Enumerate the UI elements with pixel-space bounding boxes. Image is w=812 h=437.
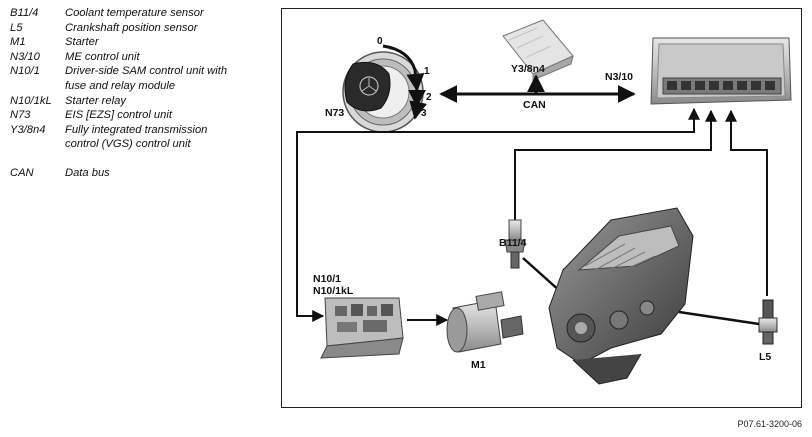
signal-line-b11-4 xyxy=(514,109,717,220)
legend-desc: Coolant temperature sensor xyxy=(65,7,204,19)
b11-4-coolant-sensor xyxy=(504,219,526,269)
key-position-3: 3 xyxy=(421,108,427,119)
legend-code: Y3/8n4 xyxy=(10,123,46,136)
legend-code: N10/1 xyxy=(10,65,40,78)
label-can: CAN xyxy=(523,99,546,111)
diagram-frame xyxy=(281,8,802,408)
legend-desc: Driver-side SAM control unit with fuse a… xyxy=(65,65,228,92)
figure-reference: P07.61-3200-06 xyxy=(737,419,802,429)
key-position-1: 1 xyxy=(424,66,430,77)
label-m1: M1 xyxy=(471,359,486,371)
key-position-0: 0 xyxy=(377,36,383,47)
legend-desc: ME control unit xyxy=(65,50,140,63)
legend-code: N73 xyxy=(10,109,31,122)
legend-code: M1 xyxy=(10,36,26,49)
label-n3-10: N3/10 xyxy=(605,71,633,83)
legend-desc: Fully integrated transmission control (V… xyxy=(65,123,208,151)
n73-ignition-switch xyxy=(342,44,428,133)
legend-row-n73: N73 EIS [EZS] control unit xyxy=(10,108,280,123)
legend-code: B11/4 xyxy=(10,7,39,19)
m1-starter xyxy=(446,291,524,353)
legend-code: CAN xyxy=(10,166,34,179)
legend-row-n10-1kl: N10/1kL Starter relay xyxy=(10,94,280,109)
system-diagram: 0 1 2 3 N73 Y3/8n4 N3/10 CAN B11/4 xyxy=(296,19,792,385)
label-b11-4: B11/4 xyxy=(499,237,527,249)
legend-code: N10/1kL xyxy=(10,94,52,107)
legend-row-m1: M1 Starter xyxy=(10,35,280,50)
legend-desc: Starter xyxy=(65,36,99,49)
label-n10-1: N10/1 xyxy=(313,273,341,285)
signal-line-l5 xyxy=(725,109,768,296)
key-position-2: 2 xyxy=(426,92,432,103)
legend-row-y3-8n4: Y3/8n4 Fully integrated transmission con… xyxy=(10,123,280,152)
engine-illustration xyxy=(548,207,694,385)
label-y3-8n4: Y3/8n4 xyxy=(511,63,545,75)
legend-row-n3-10: N3/10 ME control unit xyxy=(10,50,280,65)
legend-row-l5: L5 Crankshaft position sensor xyxy=(10,21,280,36)
legend: B11/4 Coolant temperature sensor L5 Cran… xyxy=(10,6,280,181)
legend-row-n10-1: N10/1 Driver-side SAM control unit with … xyxy=(10,64,280,93)
legend-desc: Data bus xyxy=(65,166,110,179)
legend-code: N3/10 xyxy=(10,50,40,63)
n3-10-me-control-unit xyxy=(650,37,792,105)
label-n10-1kl: N10/1kL xyxy=(313,285,354,297)
legend-row-b11-4: B11/4 Coolant temperature sensor xyxy=(10,6,280,21)
legend-code: L5 xyxy=(10,21,23,34)
y3-8n4-transmission-unit xyxy=(502,19,574,81)
legend-desc: EIS [EZS] control unit xyxy=(65,109,172,122)
legend-row-can: CAN Data bus xyxy=(10,166,280,181)
n10-1-sam-unit xyxy=(320,297,404,359)
label-n73: N73 xyxy=(325,107,344,119)
label-l5: L5 xyxy=(759,351,771,363)
legend-desc: Crankshaft position sensor xyxy=(65,21,198,34)
legend-desc: Starter relay xyxy=(65,94,126,107)
l5-pointer xyxy=(678,310,760,326)
l5-crankshaft-sensor xyxy=(758,299,778,345)
